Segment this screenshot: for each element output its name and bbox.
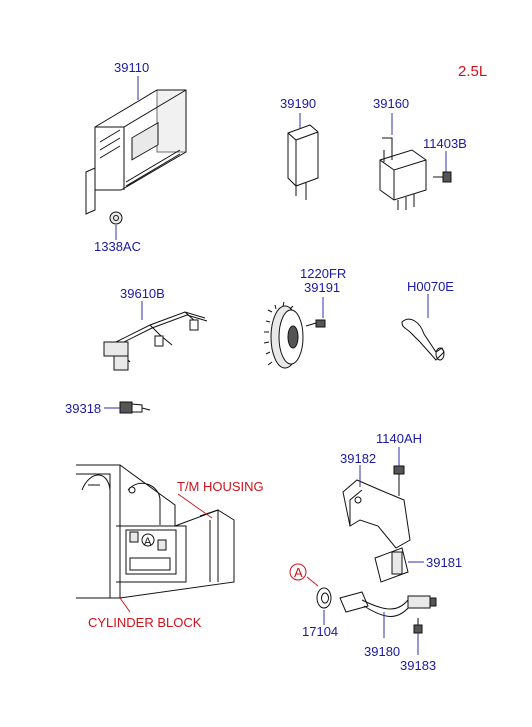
reference-a-letter: A	[294, 565, 303, 580]
callout-39160[interactable]: 39160	[373, 96, 409, 111]
o-ring-17104[interactable]	[316, 587, 332, 609]
callout-39610b[interactable]: 39610B	[120, 286, 165, 301]
crank-sensor-39180[interactable]	[339, 591, 437, 617]
callout-39182[interactable]: 39182	[340, 451, 376, 466]
wiring-harness-39610b[interactable]	[103, 311, 208, 371]
bolt-39183[interactable]	[413, 618, 423, 634]
bolt-1220fr[interactable]	[305, 319, 326, 328]
nut-1338ac[interactable]	[109, 211, 123, 225]
callout-1140ah[interactable]: 1140AH	[376, 431, 422, 446]
detail-a-marker: A	[141, 533, 155, 548]
callout-39110[interactable]: 39110	[114, 60, 149, 75]
bolt-11403b[interactable]	[433, 171, 452, 183]
callout-1338ac[interactable]: 1338AC	[94, 239, 141, 254]
callout-39181[interactable]: 39181	[426, 555, 462, 570]
cylinder-block-label: CYLINDER BLOCK	[88, 615, 202, 630]
bolt-1140ah[interactable]	[393, 465, 405, 496]
callout-1220fr[interactable]: 1220FR	[300, 266, 346, 281]
reference-a-callout[interactable]: A	[289, 563, 319, 587]
tm-housing-label: T/M HOUSING	[177, 479, 264, 494]
temp-sensor-39318[interactable]	[119, 401, 151, 414]
sensor-bracket-39181[interactable]	[374, 547, 409, 583]
bracket-39182[interactable]	[342, 479, 411, 549]
detail-a-letter: A	[144, 536, 152, 548]
ecu-module-39110[interactable]	[85, 89, 187, 215]
callout-h0070e[interactable]: H0070E	[407, 279, 454, 294]
engine-block-detail	[76, 464, 235, 599]
callout-39190[interactable]: 39190	[280, 96, 316, 111]
callout-39318[interactable]: 39318	[65, 401, 101, 416]
callout-11403b[interactable]: 11403B	[423, 136, 467, 151]
relay-39190[interactable]	[287, 124, 319, 200]
callout-17104[interactable]: 17104	[302, 624, 338, 639]
callout-39180[interactable]: 39180	[364, 644, 400, 659]
callout-39191[interactable]: 39191	[304, 280, 340, 295]
callout-39183[interactable]: 39183	[400, 658, 436, 673]
hose-h0070e[interactable]	[401, 318, 445, 361]
relay-39160[interactable]	[379, 137, 427, 210]
reluctor-wheel-39191[interactable]	[263, 301, 304, 369]
engine-variant-label: 2.5L	[458, 63, 487, 80]
